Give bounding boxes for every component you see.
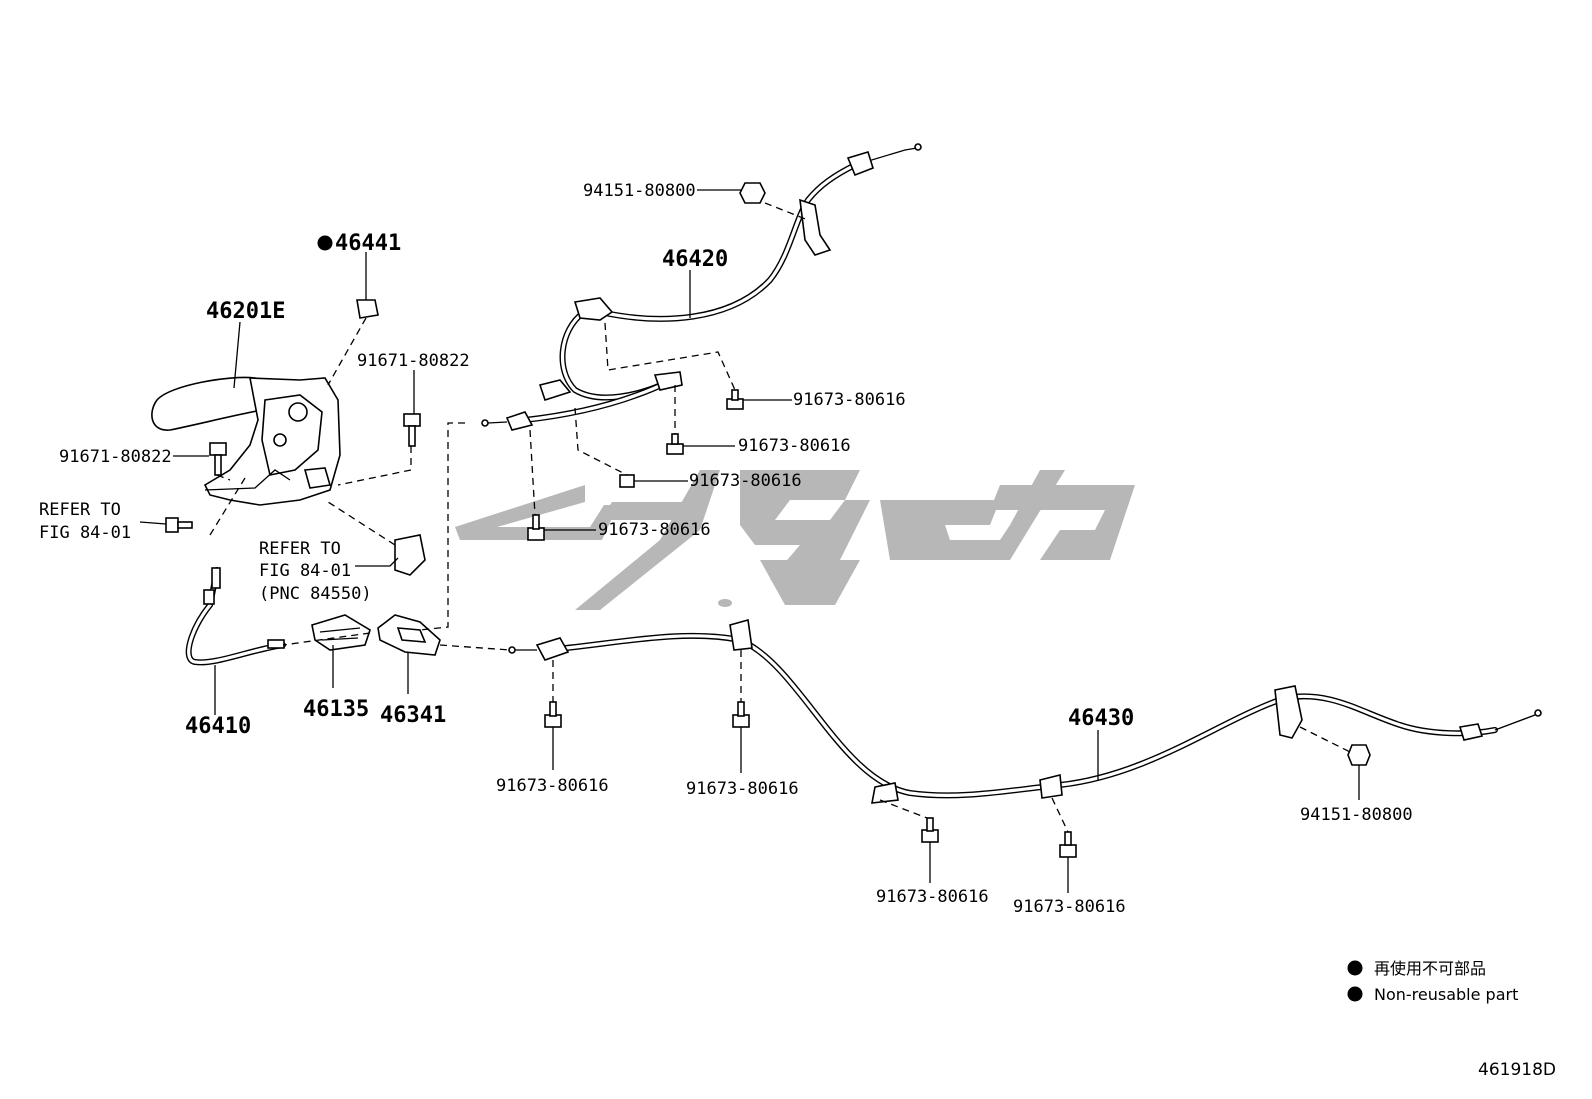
label-91673-5: 91673-80616 — [496, 776, 609, 796]
refer-note-2-line3: (PNC 84550) — [259, 584, 372, 604]
cable-46420 — [481, 143, 922, 431]
label-91673-4: 91673-80616 — [598, 520, 711, 540]
cable-46430 — [508, 618, 1542, 804]
refer-note-1-line1: REFER TO — [39, 500, 121, 520]
nut-icon — [1347, 744, 1371, 766]
label-46201E: 46201E — [206, 299, 285, 324]
label-91671-left: 91671-80822 — [59, 447, 172, 467]
nut-icon — [739, 182, 766, 204]
legend: 再使用不可部品 Non-reusable part — [1347, 959, 1518, 1004]
label-94151-bottom: 94151-80800 — [1300, 805, 1413, 825]
refer-note-1-line2: FIG 84-01 — [39, 523, 131, 543]
sensor-icon — [394, 534, 426, 576]
label-46341: 46341 — [380, 703, 446, 728]
leader-lines — [139, 189, 1360, 893]
refer-note-2-line1: REFER TO — [259, 539, 341, 559]
label-91673-6: 91673-80616 — [686, 779, 799, 799]
label-46410: 46410 — [185, 714, 251, 739]
label-46441: 46441 — [335, 231, 401, 256]
refer-note-2-line2: FIG 84-01 — [259, 561, 351, 581]
bolt-icon — [666, 433, 684, 455]
bolt-icon — [165, 517, 193, 533]
label-91673-7: 91673-80616 — [876, 887, 989, 907]
legend-japanese: 再使用不可部品 — [1374, 959, 1486, 978]
bolt-icon — [209, 442, 227, 476]
label-91673-8: 91673-80616 — [1013, 897, 1126, 917]
bolt-icon — [1059, 831, 1077, 858]
bolt-icon — [403, 413, 421, 447]
assembly-dash-lines — [209, 202, 1351, 833]
label-91673-2: 91673-80616 — [738, 436, 851, 456]
legend-english: Non-reusable part — [1374, 985, 1518, 1004]
equalizer-46135 — [311, 614, 371, 651]
bolt-icon — [619, 474, 635, 488]
front-cable-46410 — [185, 567, 286, 666]
label-94151-top: 94151-80800 — [583, 181, 696, 201]
watermark-logo — [455, 470, 1135, 610]
label-46135: 46135 — [303, 697, 369, 722]
bolt-icon — [921, 817, 939, 843]
label-46420: 46420 — [662, 247, 728, 272]
clip-icon — [356, 299, 379, 319]
bolt-icons — [165, 182, 1371, 858]
bolt-icon — [527, 514, 545, 541]
legend-marker-icon — [1347, 960, 1363, 976]
parking-brake-lever-46201E — [151, 376, 341, 506]
legend-marker-icon — [1347, 986, 1363, 1002]
label-91673-3: 91673-80616 — [689, 471, 802, 491]
bolt-icon — [544, 701, 562, 728]
figure-code: 461918D — [1478, 1060, 1556, 1080]
bolt-icon — [726, 389, 744, 410]
label-91673-1: 91673-80616 — [793, 390, 906, 410]
non-reusable-marker-icon — [317, 235, 333, 251]
part-number-labels: 94151-80800 46441 46420 46201E 91671-808… — [39, 181, 1413, 917]
label-46430: 46430 — [1068, 706, 1134, 731]
cable-guide-46341 — [377, 614, 441, 656]
label-91671-right: 91671-80822 — [357, 351, 470, 371]
bolt-icon — [732, 701, 750, 728]
